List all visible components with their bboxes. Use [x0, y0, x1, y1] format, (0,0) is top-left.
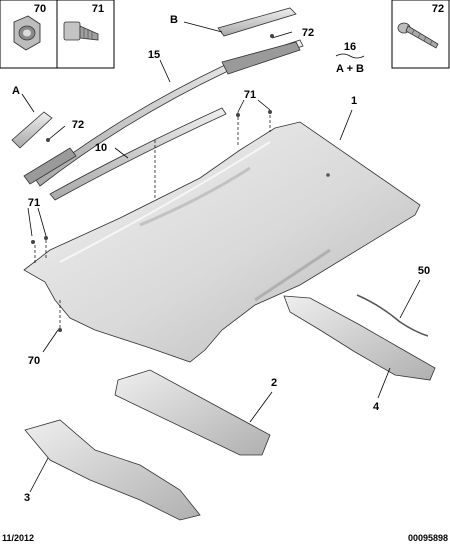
bolt-label: 71 — [92, 3, 104, 15]
callout-clip-a: A — [12, 85, 20, 97]
screw-icon — [397, 22, 439, 49]
callout-roof: 1 — [351, 95, 357, 107]
roof-panel — [23, 121, 421, 363]
inset-screw: 72 — [391, 0, 450, 69]
callout-molding: 10 — [95, 142, 107, 154]
callout-kit-formula: A + B — [336, 63, 364, 75]
bracket-a — [23, 147, 77, 185]
callout-nut-left: 70 — [28, 355, 40, 367]
screw-label: 72 — [432, 3, 444, 15]
bracket-b — [221, 41, 301, 75]
clip-a — [11, 111, 53, 149]
callout-screw-a: 72 — [72, 119, 84, 131]
inset-nut: 70 — [0, 0, 58, 69]
callout-bolt-left: 71 — [28, 197, 40, 209]
kit-brace — [335, 53, 365, 59]
callout-rail-right: 4 — [373, 401, 380, 413]
footer-ref: 00095898 — [408, 533, 448, 543]
inset-bolt: 71 — [56, 0, 115, 69]
callout-bolt-mid: 71 — [244, 89, 256, 101]
callout-kit-number: 16 — [344, 41, 356, 53]
callout-cross-member-front: 2 — [271, 377, 277, 389]
molding-strip — [49, 107, 227, 201]
footer-date: 11/2012 — [2, 533, 34, 543]
callout-roof-rail-bar: 15 — [148, 49, 160, 61]
cross-member-front — [114, 369, 271, 456]
callout-cross-member-rear: 3 — [24, 492, 30, 504]
cable — [356, 294, 429, 337]
callout-cable: 50 — [418, 265, 430, 277]
nut-label: 70 — [34, 3, 46, 15]
callout-clip-b: B — [170, 14, 178, 26]
cross-member-rear — [24, 419, 201, 521]
clip-b — [217, 7, 297, 37]
rail-right — [283, 295, 436, 381]
callout-screw-b: 72 — [302, 27, 314, 39]
bolt-icon — [63, 21, 99, 41]
